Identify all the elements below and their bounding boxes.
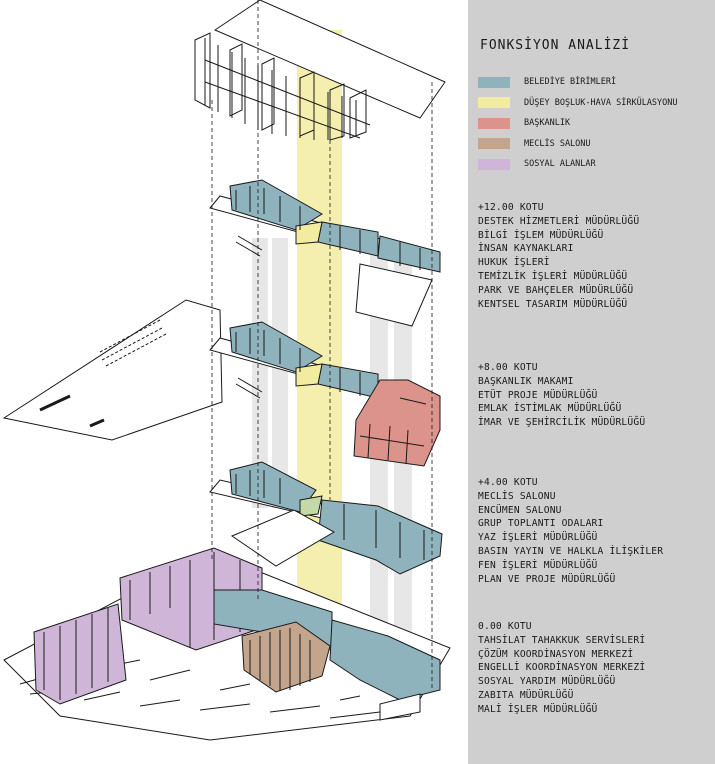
- sidebar-title: FONKSİYON ANALİZİ: [480, 38, 631, 53]
- left-slab: [2, 299, 223, 441]
- level-item: ZABITA MÜDÜRLÜĞÜ: [478, 689, 574, 701]
- level-item: İMAR VE ŞEHİRCİLİK MÜDÜRLÜĞÜ: [478, 417, 646, 429]
- level-item: PARK VE BAHÇELER MÜDÜRLÜĞÜ: [478, 284, 634, 296]
- vertical-circulation-shaft: [297, 30, 342, 660]
- legend-swatch: [478, 158, 510, 170]
- level-block-plus-12: +12.00 KOTU DESTEK HİZMETLERİ MÜDÜRLÜĞÜ …: [478, 201, 639, 311]
- legend: BELEDİYE BİRİMLERİ DÜŞEY BOŞLUK-HAVA SİR…: [478, 72, 678, 175]
- level-title: +12.00 KOTU: [478, 202, 544, 213]
- level-item: MECLİS SALONU: [478, 490, 556, 502]
- level-item: DESTEK HİZMETLERİ MÜDÜRLÜĞÜ: [478, 215, 640, 227]
- level-item: EMLAK İSTİMLAK MÜDÜRLÜĞÜ: [478, 403, 622, 415]
- level-block-plus-4: +4.00 KOTU MECLİS SALONU ENCÜMEN SALONU …: [478, 476, 663, 586]
- level-block-plus-8: +8.00 KOTU BAŞKANLIK MAKAMI ETÜT PROJE M…: [478, 361, 645, 430]
- level-plus-12: [209, 179, 441, 327]
- level-title: 0.00 KOTU: [478, 621, 532, 632]
- dashed-structural-grid: [211, 0, 433, 690]
- level-item: SOSYAL YARDIM MÜDÜRLÜĞÜ: [478, 676, 616, 688]
- sidebar: FONKSİYON ANALİZİ BELEDİYE BİRİMLERİ DÜŞ…: [468, 0, 715, 764]
- level-item: İNSAN KAYNAKLARI: [478, 243, 574, 255]
- level-item: ENGELLİ KOORDİNASYON MERKEZİ: [478, 662, 646, 674]
- level-item: KENTSEL TASARIM MÜDÜRLÜĞÜ: [478, 298, 628, 310]
- legend-label: MECLİS SALONU: [524, 138, 591, 149]
- exploded-axonometric-diagram: [2, 0, 451, 741]
- level-item: GRUP TOPLANTI ODALARI: [478, 518, 604, 530]
- level-block-ground: 0.00 KOTU TAHSİLAT TAHAKKUK SERVİSLERİ Ç…: [478, 620, 645, 717]
- level-item: YAZ İŞLERİ MÜDÜRLÜĞÜ: [478, 532, 598, 544]
- level-plus-4: [209, 461, 443, 575]
- level-ground: [3, 547, 451, 741]
- legend-label: SOSYAL ALANLAR: [524, 159, 596, 170]
- legend-label: DÜŞEY BOŞLUK-HAVA SİRKÜLASYONU: [524, 97, 678, 108]
- legend-item: BAŞKANLIK: [478, 113, 678, 134]
- level-item: MALİ İŞLER MÜDÜRLÜĞÜ: [478, 703, 598, 715]
- legend-swatch: [478, 97, 510, 109]
- legend-item: MECLİS SALONU: [478, 134, 678, 155]
- roof-level: [194, 0, 446, 141]
- level-title: +4.00 KOTU: [478, 477, 538, 488]
- level-item: ÇÖZÜM KOORDİNASYON MERKEZİ: [478, 648, 634, 660]
- level-title: +8.00 KOTU: [478, 362, 538, 373]
- legend-item: BELEDİYE BİRİMLERİ: [478, 72, 678, 93]
- level-item: TAHSİLAT TAHAKKUK SERVİSLERİ: [478, 634, 646, 646]
- level-item: HUKUK İŞLERİ: [478, 257, 550, 269]
- legend-swatch: [478, 76, 510, 88]
- level-item: BASIN YAYIN VE HALKLA İLİŞKİLER: [478, 545, 664, 557]
- level-item: TEMİZLİK İŞLERİ MÜDÜRLÜĞÜ: [478, 270, 628, 282]
- level-item: BAŞKANLIK MAKAMI: [478, 375, 574, 387]
- legend-item: SOSYAL ALANLAR: [478, 154, 678, 175]
- level-plus-8: [209, 321, 441, 467]
- legend-label: BAŞKANLIK: [524, 118, 571, 129]
- level-item: ETÜT PROJE MÜDÜRLÜĞÜ: [478, 389, 598, 401]
- legend-label: BELEDİYE BİRİMLERİ: [524, 77, 617, 88]
- level-item: BİLGİ İŞLEM MÜDÜRLÜĞÜ: [478, 229, 604, 241]
- level-item: ENCÜMEN SALONU: [478, 504, 562, 516]
- level-item: FEN İŞLERİ MÜDÜRLÜĞÜ: [478, 559, 598, 571]
- legend-swatch: [478, 138, 510, 150]
- legend-item: DÜŞEY BOŞLUK-HAVA SİRKÜLASYONU: [478, 93, 678, 114]
- level-item: PLAN VE PROJE MÜDÜRLÜĞÜ: [478, 573, 616, 585]
- legend-swatch: [478, 117, 510, 129]
